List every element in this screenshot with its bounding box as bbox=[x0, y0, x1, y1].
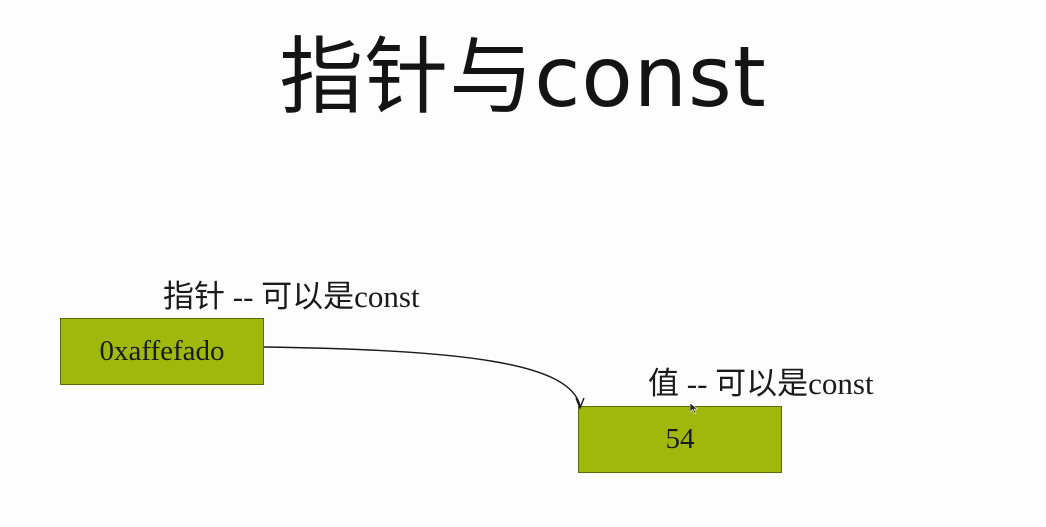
slide-title: 指针与const bbox=[279, 28, 767, 126]
pointer-caption: 指针 -- 可以是const bbox=[163, 279, 420, 314]
value-caption: 值 -- 可以是const bbox=[648, 366, 874, 401]
pointer-arrow-line bbox=[263, 346, 581, 407]
value-number: 54 bbox=[665, 423, 695, 455]
pointer-box: 0xaffefado bbox=[60, 318, 264, 385]
mouse-cursor-icon bbox=[690, 403, 698, 414]
pointer-address: 0xaffefado bbox=[99, 335, 225, 367]
value-box: 54 bbox=[578, 406, 782, 473]
